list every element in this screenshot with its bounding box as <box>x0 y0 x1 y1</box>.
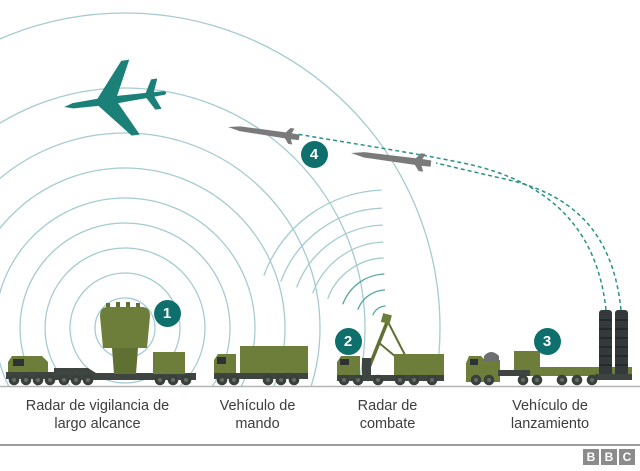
label-line: combate <box>359 416 416 432</box>
command-vehicle <box>214 346 308 386</box>
marker-4: 4 <box>300 140 328 168</box>
radar-waves-combat <box>263 189 386 316</box>
launcher-vehicle <box>466 310 632 386</box>
radar-dome <box>100 302 150 374</box>
combat-radar-vehicle <box>337 313 444 386</box>
missile-1-icon <box>228 126 300 145</box>
label-line: Radar de vigilancia de <box>25 398 170 414</box>
label-surveillance-radar: Radar de vigilancia de largo alcance <box>5 397 190 433</box>
missile-trajectory-1 <box>296 133 607 311</box>
missile-trajectory-2 <box>435 162 622 311</box>
bbc-logo-letter: B <box>601 449 617 465</box>
aircraft-icon <box>64 59 167 136</box>
bbc-logo-letter: B <box>583 449 599 465</box>
footer-divider <box>0 444 640 446</box>
bbc-logo: B B C <box>583 449 635 465</box>
radar-waves-large <box>0 12 441 386</box>
label-line: Radar de <box>357 398 418 414</box>
marker-1: 1 <box>153 299 181 327</box>
marker-3: 3 <box>533 327 561 355</box>
missile-2-icon <box>351 152 432 172</box>
surveillance-radar-vehicle <box>6 302 196 386</box>
label-line: lanzamiento <box>510 416 590 432</box>
radar-mast <box>362 313 407 376</box>
label-line: Vehículo de <box>219 398 296 414</box>
label-line: mando <box>235 416 280 432</box>
marker-2: 2 <box>334 327 362 355</box>
label-combat-radar: Radar de combate <box>325 397 450 433</box>
launch-tubes <box>595 310 632 380</box>
bbc-logo-letter: C <box>619 449 635 465</box>
label-launch-vehicle: Vehículo de lanzamiento <box>470 397 630 433</box>
label-command-vehicle: Vehículo de mando <box>195 397 320 433</box>
label-line: Vehículo de <box>512 398 588 414</box>
label-line: largo alcance <box>54 416 141 432</box>
